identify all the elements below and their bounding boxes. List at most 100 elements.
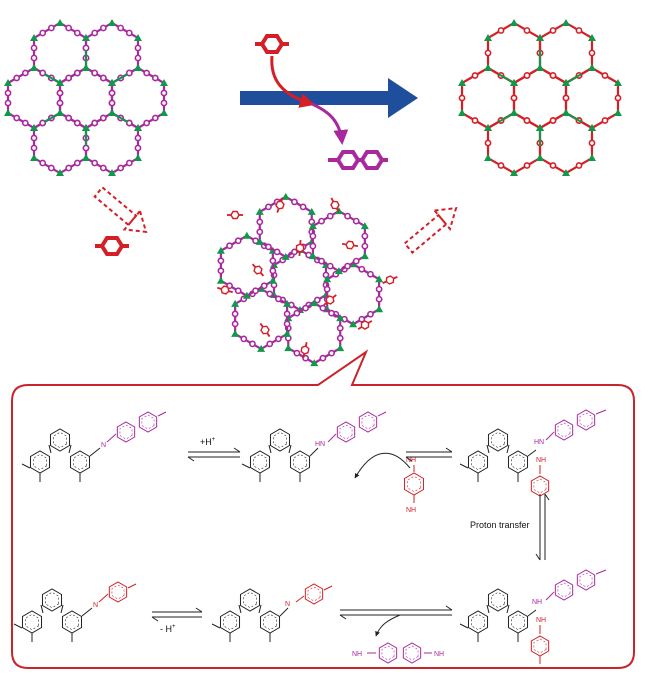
node-triangle	[255, 237, 264, 245]
linker-edge	[287, 302, 315, 320]
linker-edge	[313, 347, 341, 365]
linker-bead	[256, 228, 264, 236]
node-triangle	[4, 79, 13, 86]
node-triangle	[159, 79, 168, 86]
benzene-ring	[554, 419, 574, 441]
linker-bead	[549, 162, 557, 169]
benzene-ring	[269, 428, 291, 452]
linker-ring	[220, 285, 230, 295]
linker-edge	[59, 157, 87, 174]
node-triangle	[484, 124, 492, 131]
linker-bead	[471, 117, 479, 124]
linker-bead	[56, 89, 64, 97]
linker-edge	[59, 22, 87, 39]
node-triangle	[535, 154, 544, 162]
linker-edge	[111, 157, 139, 174]
linker-bead	[125, 119, 133, 127]
linker-bead	[56, 99, 64, 107]
linker-bead	[160, 89, 168, 97]
linker-bead	[82, 44, 90, 52]
stub-bond	[595, 409, 607, 415]
aromatic-circle	[405, 645, 419, 661]
aromatic-circle	[253, 453, 267, 471]
diffusing-linker	[330, 197, 340, 213]
node-triangle	[30, 33, 39, 41]
framework-top-left	[4, 18, 168, 177]
benzene-ring	[116, 421, 136, 443]
node-triangle	[242, 291, 251, 299]
linker-bead	[125, 29, 133, 37]
stub-bond	[459, 623, 469, 629]
linker-ring	[230, 210, 240, 220]
benzene-ring	[239, 588, 261, 612]
molecule-iminium: HN	[241, 411, 387, 482]
node-triangle	[310, 359, 319, 367]
benzene-ring	[108, 581, 128, 603]
linker-bead	[266, 290, 274, 298]
dashed-arrow-right	[403, 206, 458, 255]
linker-bead	[484, 49, 492, 57]
node-triangle	[242, 231, 251, 239]
linker-edge	[259, 240, 287, 258]
stub-bond	[13, 623, 23, 629]
linker-bead	[319, 354, 327, 362]
linker-bead	[151, 114, 159, 122]
bond	[527, 449, 537, 457]
linker-bead	[108, 99, 116, 107]
linker-bead	[108, 89, 116, 97]
node-triangle	[56, 169, 64, 177]
linker-bead	[65, 24, 73, 32]
node-triangle	[510, 78, 518, 86]
linker-bead	[99, 114, 107, 122]
diffusing-linker	[382, 275, 398, 285]
linker-edge	[59, 112, 87, 129]
linker-edge	[338, 255, 366, 273]
aminal-nh2: NH	[536, 457, 546, 464]
node-triangle	[30, 63, 39, 71]
linker-bead	[39, 119, 47, 127]
linker-bead	[13, 114, 21, 122]
diffusing-linker	[300, 341, 310, 359]
node-triangle	[587, 154, 596, 162]
benzene-ring	[336, 421, 356, 443]
linker-bead	[273, 248, 281, 256]
node-triangle	[308, 222, 317, 230]
linker-bead	[73, 119, 81, 127]
node-triangle	[613, 109, 622, 116]
linker-bead	[143, 69, 151, 77]
linker-bead	[265, 203, 272, 211]
linker-bead	[361, 232, 369, 240]
bond	[40, 604, 44, 614]
molecule-iminium-red: N	[211, 583, 333, 642]
node-triangle	[587, 124, 596, 132]
linker-bead	[588, 49, 596, 57]
bond	[545, 431, 555, 441]
bond	[309, 447, 319, 457]
linker-edge	[352, 308, 380, 326]
linker-ring	[260, 325, 270, 335]
proton-transfer-label: Proton transfer	[470, 520, 530, 530]
node-triangle	[81, 124, 90, 132]
node-triangle	[360, 222, 369, 230]
nucleophile-attack-arrow	[354, 452, 411, 479]
node-triangle	[108, 78, 116, 86]
linker-edge	[85, 67, 113, 84]
linker-bead	[234, 237, 242, 245]
node-triangle	[82, 63, 91, 71]
aromatic-circle	[119, 424, 133, 440]
linker-bead	[217, 257, 225, 265]
aromatic-circle	[273, 431, 287, 449]
linker-bead	[549, 117, 557, 124]
node-triangle	[81, 154, 90, 162]
equilibrium-arrow-4	[339, 605, 453, 620]
linker-bead	[260, 282, 268, 290]
linker-bead	[614, 94, 622, 102]
linker-bead	[30, 44, 38, 52]
node-triangle	[133, 124, 142, 132]
aromatic-circle	[307, 586, 321, 602]
linker-bead	[117, 24, 125, 32]
aromatic-circle	[65, 613, 79, 631]
equilibrium-arrow-3	[151, 607, 203, 622]
